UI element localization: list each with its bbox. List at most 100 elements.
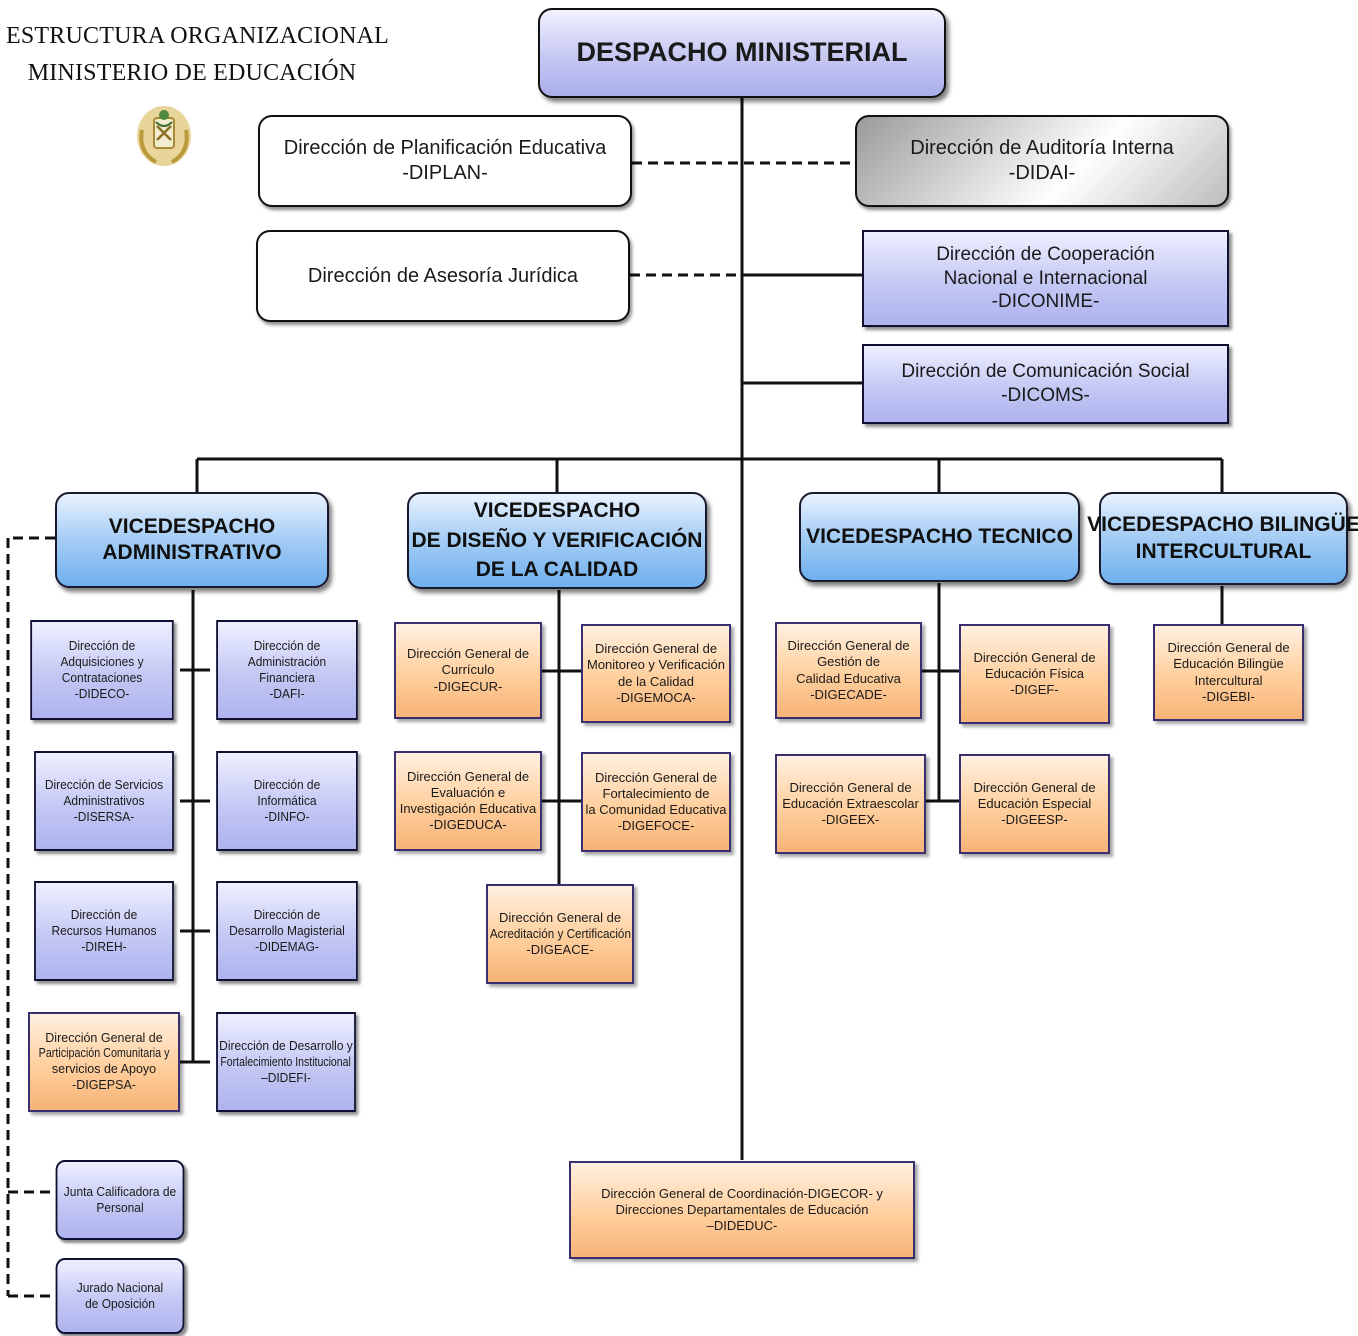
didefi-line-2: Fortalecimiento Institucional bbox=[220, 1053, 352, 1069]
digebi-line-3: Intercultural bbox=[1194, 672, 1263, 688]
didemag-line-1: Dirección de bbox=[253, 906, 321, 922]
dashed-connectors bbox=[6, 161, 855, 1298]
digeace-line-1: Dirección General de bbox=[498, 909, 622, 925]
digefoce-box: Dirección General de Fortalecimiento de … bbox=[581, 752, 731, 852]
dafi-box: Dirección de Administración Financiera -… bbox=[216, 620, 358, 720]
dafi-line-1: Dirección de bbox=[253, 637, 321, 653]
digef-line-2: Educación Física bbox=[985, 665, 1084, 681]
disersa-code: -DISERSA- bbox=[73, 809, 135, 825]
digef-line-1: Dirección General de bbox=[973, 649, 1096, 665]
digecade-line-1: Dirección General de bbox=[787, 638, 910, 653]
digecur-box: Dirección General de Currículo -DIGECUR- bbox=[394, 622, 542, 719]
digepsa-line-3: servicios de Apoyo bbox=[51, 1062, 157, 1076]
digebi-code: -DIGEBI- bbox=[1202, 688, 1255, 704]
diconime-line-1: Dirección de Cooperación bbox=[936, 243, 1155, 265]
didefi-code: –DIDEFI- bbox=[261, 1070, 311, 1086]
digeduca-box: Dirección General de Evaluación e Invest… bbox=[394, 751, 542, 851]
jurado-line-2: de Oposición bbox=[85, 1296, 155, 1311]
digecor-line-1: Dirección General de Coordinación-DIGECO… bbox=[601, 1185, 883, 1201]
digemoca-code: -DIGEMOCA- bbox=[616, 689, 696, 705]
dafi-line-2: Administración bbox=[247, 653, 327, 669]
dicoms-name: Dirección de Comunicación Social bbox=[901, 361, 1190, 383]
digecade-line-2: Gestión de bbox=[817, 654, 880, 670]
diconime-box: Dirección de Cooperación Nacional e Inte… bbox=[862, 230, 1229, 327]
vicedespacho-calidad-box: VICEDESPACHO DE DISEÑO Y VERIFICACIÓN DE… bbox=[407, 492, 707, 589]
digefoce-line-3: la Comunidad Educativa bbox=[585, 802, 727, 817]
digeex-box: Dirección General de Educación Extraesco… bbox=[775, 754, 926, 854]
direh-line-1: Dirección de bbox=[70, 906, 138, 922]
diplan-box: Dirección de Planificación Educativa -DI… bbox=[258, 115, 632, 207]
digefoce-line-1: Dirección General de bbox=[594, 769, 718, 785]
digeace-box: Dirección General de Acreditación y Cert… bbox=[486, 884, 634, 984]
digeesp-code: -DIGEESP- bbox=[1001, 812, 1068, 828]
digeduca-code: -DIGEDUCA- bbox=[429, 817, 507, 833]
diplan-name: Dirección de Planificación Educativa bbox=[283, 137, 607, 159]
dinfo-line-1: Dirección de bbox=[253, 776, 321, 792]
title-line-1: ESTRUCTURA ORGANIZACIONAL bbox=[6, 23, 389, 49]
digeex-line-1: Dirección General de bbox=[789, 779, 912, 795]
didemag-code: -DIDEMAG- bbox=[255, 939, 319, 955]
diconime-line-2: Nacional e Internacional bbox=[943, 267, 1148, 289]
vice-admin-line-2: ADMINISTRATIVO bbox=[102, 541, 282, 564]
digecor-box: Dirección General de Coordinación-DIGECO… bbox=[569, 1161, 915, 1259]
junta-calificadora-box: Junta Calificadora de Personal bbox=[55, 1160, 185, 1240]
digeduca-line-1: Dirección General de bbox=[406, 768, 530, 784]
junta-line-2: Personal bbox=[96, 1200, 144, 1215]
disersa-line-2: Administrativos bbox=[63, 792, 145, 808]
digepsa-code: -DIGEPSA- bbox=[72, 1077, 136, 1092]
despacho-label: DESPACHO MINISTERIAL bbox=[576, 37, 908, 68]
despacho-ministerial-box: DESPACHO MINISTERIAL bbox=[538, 8, 946, 98]
dinfo-line-2: Informática bbox=[257, 792, 317, 808]
juridica-name: Dirección de Asesoría Jurídica bbox=[307, 264, 579, 287]
digepsa-line-1: Dirección General de bbox=[45, 1030, 163, 1045]
digebi-box: Dirección General de Educación Bilingüe … bbox=[1153, 624, 1304, 721]
vice-tecnico-label: VICEDESPACHO TECNICO bbox=[806, 524, 1073, 548]
digebi-line-2: Educación Bilingüe bbox=[1173, 656, 1284, 672]
disersa-line-1: Dirección de Servicios bbox=[44, 776, 164, 792]
digecur-code: -DIGECUR- bbox=[433, 678, 503, 694]
didefi-line-1: Dirección de Desarrollo y bbox=[219, 1037, 353, 1053]
direh-box: Dirección de Recursos Humanos -DIREH- bbox=[34, 881, 174, 981]
digeace-line-2: Acreditación y Certificación bbox=[489, 925, 631, 941]
digeduca-line-3: Investigación Educativa bbox=[399, 801, 537, 816]
digefoce-line-2: Fortalecimiento de bbox=[602, 785, 710, 801]
jurado-nacional-box: Jurado Nacional de Oposición bbox=[55, 1258, 185, 1334]
digepsa-box: Dirección General de Participación Comun… bbox=[28, 1012, 180, 1112]
disersa-box: Dirección de Servicios Administrativos -… bbox=[34, 751, 174, 851]
didai-box: Dirección de Auditoría Interna -DIDAI- bbox=[855, 115, 1229, 207]
digemoca-box: Dirección General de Monitoreo y Verific… bbox=[581, 624, 731, 723]
digecade-line-3: Calidad Educativa bbox=[796, 670, 901, 686]
vicedespacho-administrativo-box: VICEDESPACHO ADMINISTRATIVO bbox=[55, 492, 329, 588]
digemoca-line-3: de la Calidad bbox=[618, 673, 694, 689]
solid-connectors bbox=[180, 98, 1224, 1160]
coat-of-arms-icon bbox=[137, 106, 191, 166]
vice-calidad-line-2: DE DISEÑO Y VERIFICACIÓN bbox=[411, 528, 703, 552]
page-title: ESTRUCTURA ORGANIZACIONAL MINISTERIO DE … bbox=[6, 18, 389, 92]
digeex-code: -DIGEEX- bbox=[821, 812, 880, 828]
dideco-code: -DIDECO- bbox=[74, 686, 130, 702]
didai-code: -DIDAI- bbox=[1008, 162, 1076, 184]
vice-calidad-line-1: VICEDESPACHO bbox=[473, 498, 641, 522]
digebi-line-1: Dirección General de bbox=[1167, 640, 1290, 655]
digemoca-line-2: Monitoreo y Verificación bbox=[586, 657, 725, 673]
digecor-code: –DIDEDUC- bbox=[706, 1218, 778, 1234]
digepsa-line-2: Participación Comunitaria y bbox=[38, 1046, 170, 1061]
asesoria-juridica-box: Dirección de Asesoría Jurídica bbox=[256, 230, 630, 322]
digef-box: Dirección General de Educación Física -D… bbox=[959, 624, 1110, 724]
digeesp-line-1: Dirección General de bbox=[973, 779, 1096, 795]
digeduca-line-2: Evaluación e bbox=[430, 784, 506, 800]
digemoca-line-1: Dirección General de bbox=[594, 641, 718, 656]
vice-bilingue-line-1: VICEDESPACHO BILINGÜE bbox=[1087, 513, 1358, 537]
digeex-line-2: Educación Extraescolar bbox=[782, 795, 919, 811]
digeace-code: -DIGEACE- bbox=[526, 942, 594, 958]
digecor-line-2: Direcciones Departamentales de Educación bbox=[615, 1201, 869, 1217]
dideco-box: Dirección de Adquisiciones y Contratacio… bbox=[30, 620, 174, 720]
vice-admin-line-1: VICEDESPACHO bbox=[108, 514, 276, 538]
dafi-line-3: Financiera bbox=[259, 670, 315, 685]
diplan-code: -DIPLAN- bbox=[402, 162, 488, 184]
didemag-line-2: Desarrollo Magisterial bbox=[229, 922, 345, 938]
diconime-code: -DICONIME- bbox=[991, 291, 1100, 313]
dafi-code: -DAFI- bbox=[269, 686, 305, 702]
title-line-2: MINISTERIO DE EDUCACIÓN bbox=[27, 60, 357, 86]
